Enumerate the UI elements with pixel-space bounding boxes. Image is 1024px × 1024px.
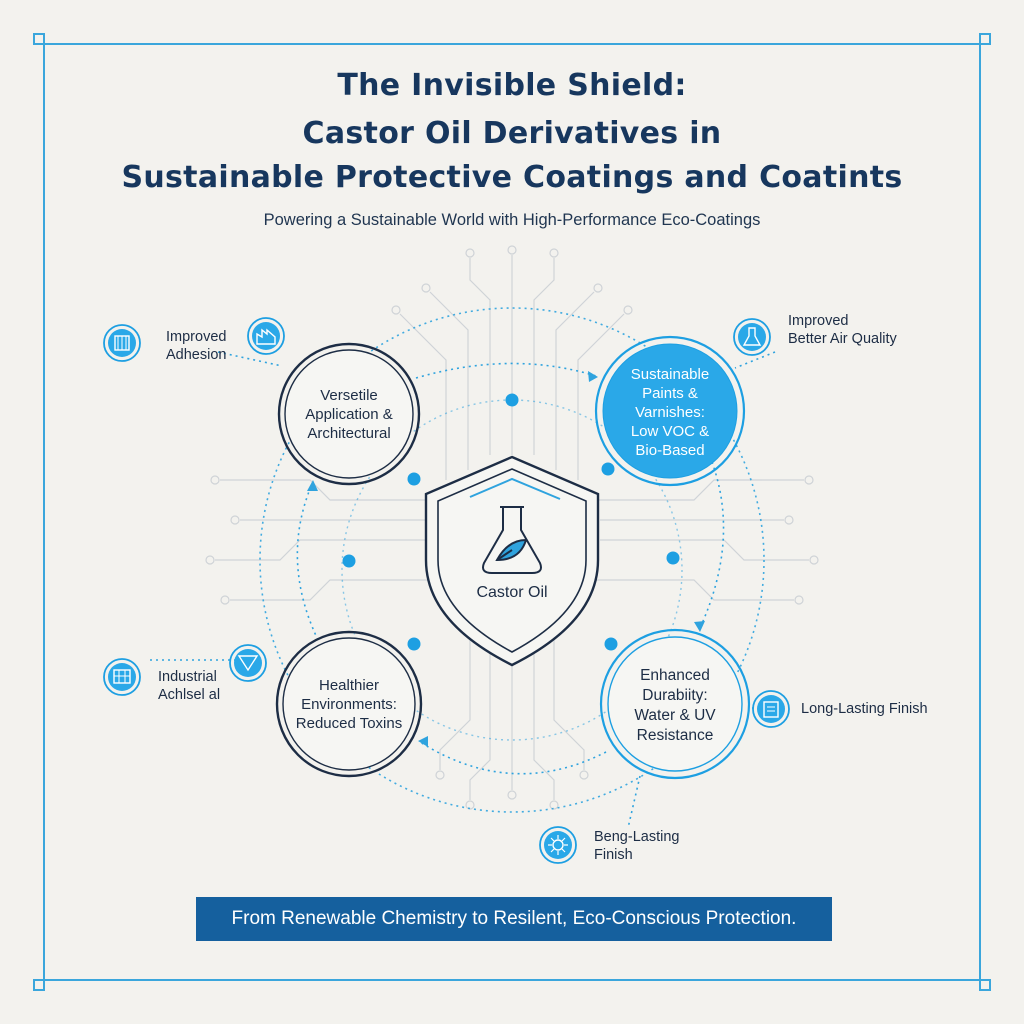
subtitle: Powering a Sustainable World with High-P…: [263, 211, 761, 229]
label-line: Adhesion: [166, 347, 227, 363]
flow-arrowheads: [307, 371, 705, 747]
shield: [424, 455, 600, 667]
title-line-2: Castor Oil Derivatives in: [302, 116, 722, 151]
corner-square-tl: [33, 33, 45, 45]
node-bottom-left-line: Healthier: [318, 677, 380, 694]
outer-orbit: [259, 307, 765, 813]
label-line: Industrial: [158, 669, 217, 685]
node-bottom-right-line: Resistance: [636, 727, 714, 744]
label-line: Improved: [788, 313, 849, 329]
node-bottom-right-line: Enhanced: [640, 667, 710, 684]
node-bottom-right-circle: [599, 628, 751, 780]
node-bottom-right-text: Enhanced Durabiity: Water & UV Resistanc…: [609, 666, 741, 746]
footer-banner: From Renewable Chemistry to Resilent, Ec…: [196, 897, 832, 941]
label-line: Beng-Lasting: [594, 829, 680, 845]
grid-panel-icon: [103, 658, 141, 696]
label-long-lasting-finish: Long-Lasting Finish: [801, 700, 928, 718]
label-line: Long-Lasting Finish: [801, 701, 928, 717]
label-beng-lasting-finish: Beng-Lasting Finish: [594, 828, 679, 864]
shield-label: Castor Oil: [476, 584, 548, 601]
node-top-left-line: Application &: [305, 406, 393, 423]
corner-square-bl: [33, 979, 45, 991]
label-line: Better Air Quality: [788, 331, 897, 347]
node-bottom-left-circle: [275, 630, 423, 778]
node-top-right-line: Varnishes:: [635, 404, 705, 421]
node-bottom-left-text: Healthier Environments: Reduced Toxins: [283, 676, 415, 733]
circuit-background: [205, 245, 819, 810]
node-top-left-circle: [277, 342, 421, 486]
orbit-dots: [342, 393, 680, 651]
label-line: Improved: [166, 329, 227, 345]
label-industrial: Industrial Achlsel al: [158, 668, 220, 704]
node-top-left-line: Versetile: [320, 387, 378, 404]
corner-square-br: [979, 979, 991, 991]
building-tools-icon: [103, 324, 141, 362]
label-line: Achlsel al: [158, 687, 221, 703]
title-line-1: The Invisible Shield:: [337, 68, 687, 103]
node-bottom-right-line: Water & UV: [634, 707, 716, 724]
node-bottom-left-line: Environments:: [301, 696, 397, 713]
factory-icon: [247, 317, 285, 355]
node-top-right-text: Sustainable Paints & Varnishes: Low VOC …: [604, 365, 736, 460]
node-top-right-line: Bio-Based: [635, 442, 705, 459]
node-bottom-right-line: Durabiity:: [642, 687, 708, 704]
flask-icon: [733, 318, 771, 356]
filter-icon: [229, 644, 267, 682]
label-line: Finish: [594, 847, 633, 863]
node-top-right-line: Sustainable: [630, 366, 710, 383]
corner-square-tr: [979, 33, 991, 45]
paint-can-icon: [752, 690, 790, 728]
label-better-air-quality: Improved Better Air Quality: [788, 312, 897, 348]
gear-bug-icon: [539, 826, 577, 864]
node-top-right-line: Low VOC &: [630, 423, 710, 440]
node-bottom-left-line: Reduced Toxins: [295, 715, 403, 732]
flask-leaf-icon: [482, 506, 542, 574]
node-top-right-line: Paints &: [642, 385, 698, 402]
outer-frame: [43, 43, 981, 981]
inner-orbit: [341, 399, 683, 741]
title-line-3: Sustainable Protective Coatings and Coat…: [121, 160, 903, 195]
node-top-right-circle: [594, 335, 746, 487]
node-top-left-text: Versetile Application & Architectural: [285, 386, 413, 443]
label-improved-adhesion: Improved Adhesion: [166, 328, 226, 364]
node-top-left-line: Architectural: [307, 425, 391, 442]
